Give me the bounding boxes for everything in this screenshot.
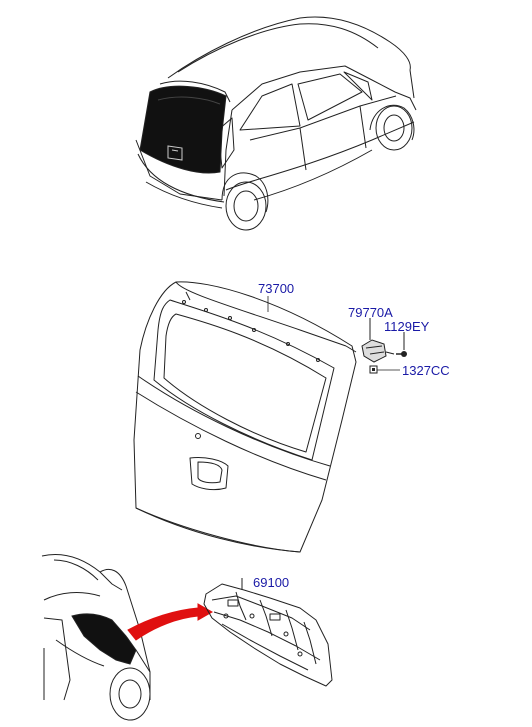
part-label-clip[interactable]: 1327CC xyxy=(402,363,450,378)
part-label-tailgate[interactable]: 73700 xyxy=(258,281,295,296)
hinge-bolt-illustration xyxy=(396,351,407,357)
tailgate-panel-illustration xyxy=(133,281,357,553)
clip-illustration xyxy=(369,365,400,374)
part-label-hinge[interactable]: 79770A xyxy=(348,305,393,320)
part-label-rear-panel[interactable]: 69100 xyxy=(253,575,290,590)
part-label-hinge-bolt[interactable]: 1129EY xyxy=(384,319,430,334)
rear-panel-illustration xyxy=(203,578,333,687)
hinge-assembly-illustration xyxy=(361,318,405,363)
car-overview-illustration xyxy=(135,16,417,231)
highlighted-tailgate-on-car xyxy=(139,85,227,174)
callout-arrow xyxy=(127,603,214,641)
highlighted-rear-panel-on-car xyxy=(71,613,137,665)
